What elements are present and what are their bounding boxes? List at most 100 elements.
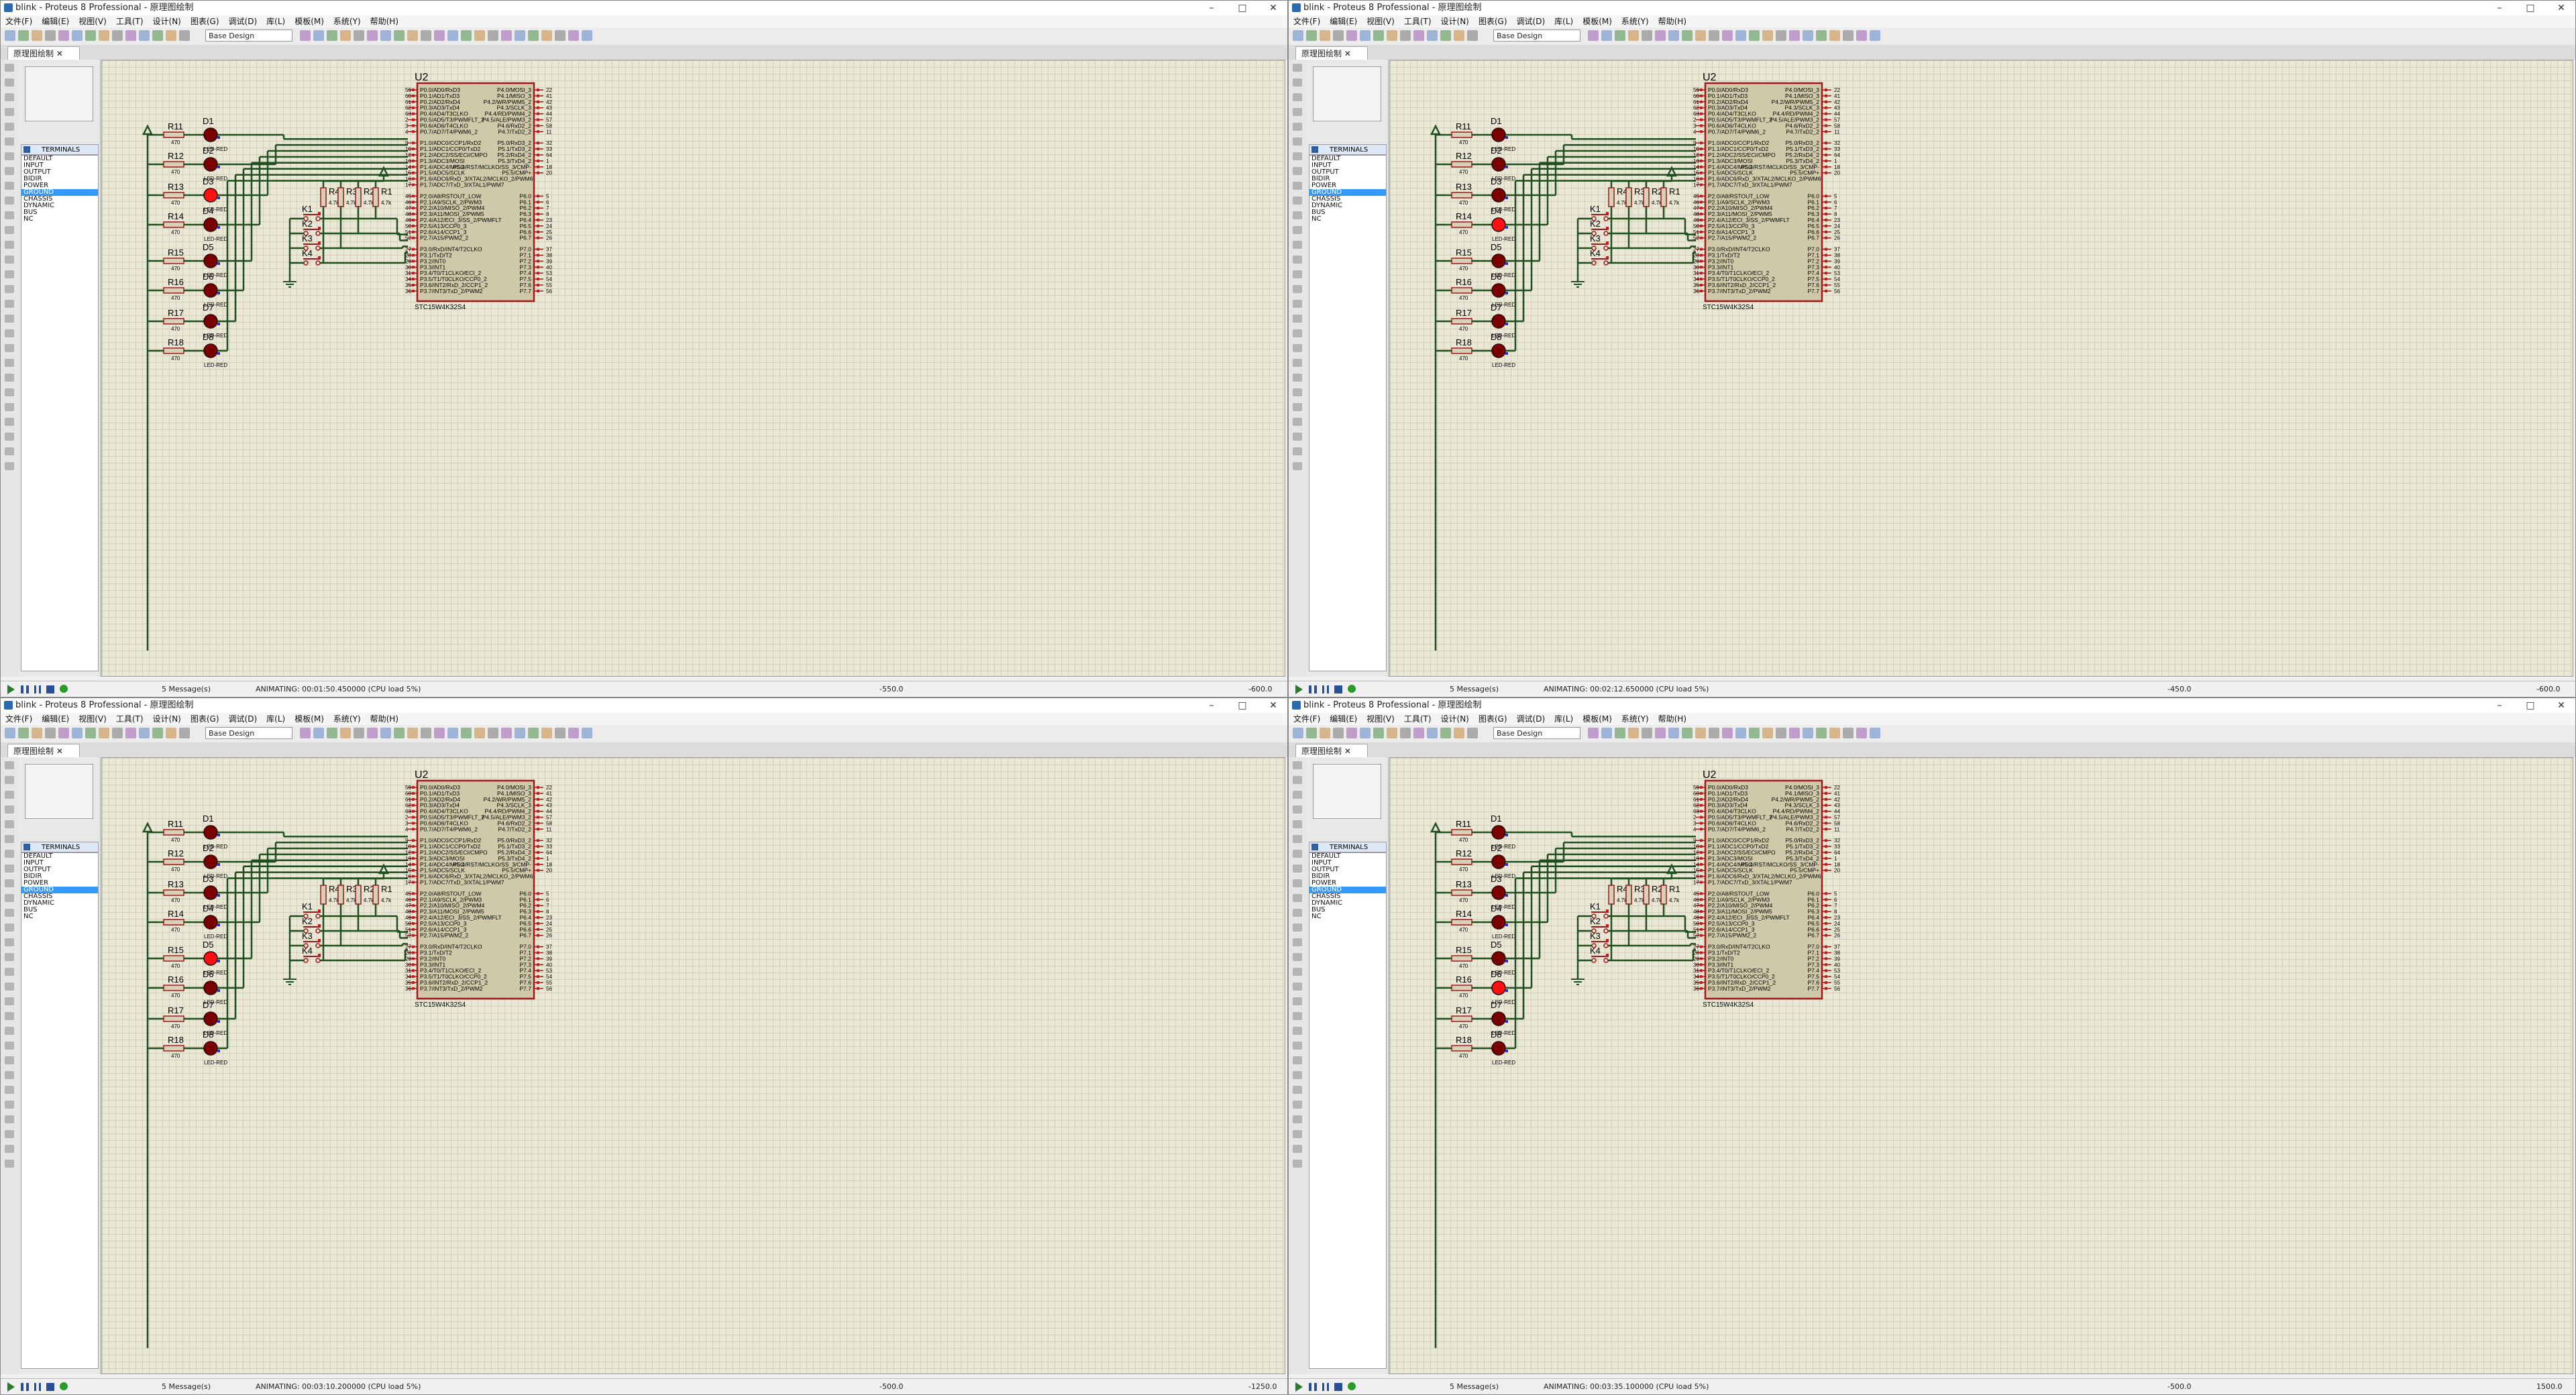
mode-tool-icon[interactable] — [1293, 1130, 1302, 1138]
toolbar-button-icon[interactable] — [327, 30, 337, 41]
menu-item[interactable]: 视图(V) — [78, 17, 107, 26]
resistor-r17[interactable] — [163, 1015, 184, 1022]
terminal-item[interactable]: DEFAULT — [1311, 155, 1341, 162]
terminal-item[interactable]: DEFAULT — [1311, 852, 1341, 860]
menu-item[interactable]: 文件(F) — [1293, 714, 1321, 724]
pullup-r2[interactable] — [355, 187, 362, 207]
resistor-r17[interactable] — [1451, 318, 1472, 325]
led-d8[interactable] — [1491, 1041, 1506, 1056]
toolbar-button-icon[interactable] — [179, 728, 190, 738]
terminal-item[interactable]: NC — [23, 215, 34, 223]
led-d6[interactable] — [203, 981, 218, 995]
toolbar-button-icon[interactable] — [1387, 30, 1397, 41]
led-d2[interactable] — [1491, 157, 1506, 172]
toolbar-button-icon[interactable] — [1628, 30, 1639, 41]
mode-tool-icon[interactable] — [1293, 418, 1302, 426]
resistor-r12[interactable] — [163, 161, 184, 168]
menu-item[interactable]: 调试(D) — [1516, 17, 1546, 26]
mode-tool-icon[interactable] — [1293, 64, 1302, 72]
toolbar-button-icon[interactable] — [354, 30, 364, 41]
toolbar-button-icon[interactable] — [555, 728, 566, 738]
terminal-item[interactable]: GROUND — [21, 887, 98, 893]
close-icon[interactable]: ✕ — [2557, 700, 2565, 711]
minimize-icon[interactable]: – — [1209, 700, 1214, 711]
pick-device-icon[interactable] — [23, 146, 30, 153]
led-d5[interactable] — [1491, 951, 1506, 966]
terminal-item[interactable]: POWER — [1311, 182, 1337, 189]
toolbar-button-icon[interactable] — [1816, 30, 1827, 41]
menu-item[interactable]: 模板(M) — [294, 714, 324, 724]
play-icon[interactable] — [7, 685, 15, 694]
toolbar-button-icon[interactable] — [99, 30, 109, 41]
resistor-r14[interactable] — [1451, 221, 1472, 228]
mode-tool-icon[interactable] — [1293, 137, 1302, 146]
mode-tool-icon[interactable] — [1293, 211, 1302, 219]
toolbar-button-icon[interactable] — [568, 728, 579, 738]
mode-tool-icon[interactable] — [1293, 447, 1302, 455]
toolbar-button-icon[interactable] — [421, 728, 431, 738]
mode-tool-icon[interactable] — [5, 182, 14, 190]
mode-tool-icon[interactable] — [1293, 1115, 1302, 1123]
terminal-item[interactable]: DYNAMIC — [1311, 202, 1343, 209]
toolbar-button-icon[interactable] — [1789, 30, 1800, 41]
close-icon[interactable]: ✕ — [1269, 700, 1277, 711]
layer-select[interactable]: Base Design — [205, 30, 292, 42]
toolbar-button-icon[interactable] — [1776, 30, 1786, 41]
menu-item[interactable]: 模板(M) — [294, 17, 324, 26]
toolbar-button-icon[interactable] — [1346, 30, 1357, 41]
power-terminal-icon[interactable] — [142, 822, 154, 833]
led-d3[interactable] — [203, 188, 218, 203]
pause-icon[interactable] — [1322, 685, 1329, 693]
mode-tool-icon[interactable] — [1293, 152, 1302, 160]
mode-tool-icon[interactable] — [1293, 359, 1302, 367]
mode-tool-icon[interactable] — [5, 909, 14, 917]
mode-tool-icon[interactable] — [5, 997, 14, 1005]
menu-item[interactable]: 模板(M) — [1582, 714, 1612, 724]
toolbar-button-icon[interactable] — [1306, 728, 1317, 738]
toolbar-button-icon[interactable] — [515, 30, 525, 41]
toolbar-button-icon[interactable] — [72, 728, 83, 738]
pause-icon[interactable] — [1322, 1383, 1329, 1391]
mode-tool-icon[interactable] — [5, 270, 14, 278]
toolbar-button-icon[interactable] — [1803, 728, 1813, 738]
resistor-r13[interactable] — [1451, 192, 1472, 199]
mode-tool-icon[interactable] — [1293, 1012, 1302, 1020]
terminal-item[interactable]: INPUT — [1311, 859, 1332, 867]
led-d7[interactable] — [203, 314, 218, 329]
maximize-icon[interactable]: □ — [2526, 3, 2535, 13]
layer-select[interactable]: Base Design — [1493, 30, 1580, 42]
menu-item[interactable]: 系统(Y) — [333, 17, 361, 26]
toolbar-button-icon[interactable] — [394, 30, 405, 41]
terminal-item[interactable]: POWER — [23, 182, 49, 189]
toolbar-button-icon[interactable] — [407, 728, 418, 738]
toolbar-button-icon[interactable] — [1454, 728, 1464, 738]
toolbar-button-icon[interactable] — [1467, 30, 1478, 41]
messages-count[interactable]: 5 Message(s) — [1450, 685, 1499, 693]
mcu-body[interactable] — [1704, 82, 1823, 302]
toolbar-button-icon[interactable] — [1306, 30, 1317, 41]
messages-count[interactable]: 5 Message(s) — [162, 1382, 211, 1391]
toolbar-button-icon[interactable] — [1601, 30, 1612, 41]
terminal-item[interactable]: DYNAMIC — [1311, 899, 1343, 907]
mode-tool-icon[interactable] — [5, 108, 14, 116]
terminal-item[interactable]: BUS — [1311, 906, 1326, 913]
mode-tool-icon[interactable] — [1293, 983, 1302, 991]
mode-tool-icon[interactable] — [1293, 197, 1302, 205]
toolbar-button-icon[interactable] — [1655, 728, 1666, 738]
mode-tool-icon[interactable] — [1293, 241, 1302, 249]
step-icon[interactable] — [1309, 685, 1317, 693]
mode-tool-icon[interactable] — [1293, 462, 1302, 470]
power-terminal-icon[interactable] — [1430, 822, 1442, 833]
resistor-r15[interactable] — [163, 955, 184, 962]
mode-tool-icon[interactable] — [1293, 835, 1302, 843]
mcu-body[interactable] — [416, 779, 535, 1000]
menu-item[interactable]: 视图(V) — [1366, 714, 1395, 724]
menu-item[interactable]: 视图(V) — [1366, 17, 1395, 26]
overview-window[interactable] — [25, 66, 93, 121]
mode-tool-icon[interactable] — [1293, 93, 1302, 101]
led-d2[interactable] — [203, 854, 218, 869]
led-d5[interactable] — [1491, 254, 1506, 268]
resistor-r13[interactable] — [163, 889, 184, 896]
toolbar-button-icon[interactable] — [488, 728, 498, 738]
toolbar-button-icon[interactable] — [1373, 728, 1384, 738]
